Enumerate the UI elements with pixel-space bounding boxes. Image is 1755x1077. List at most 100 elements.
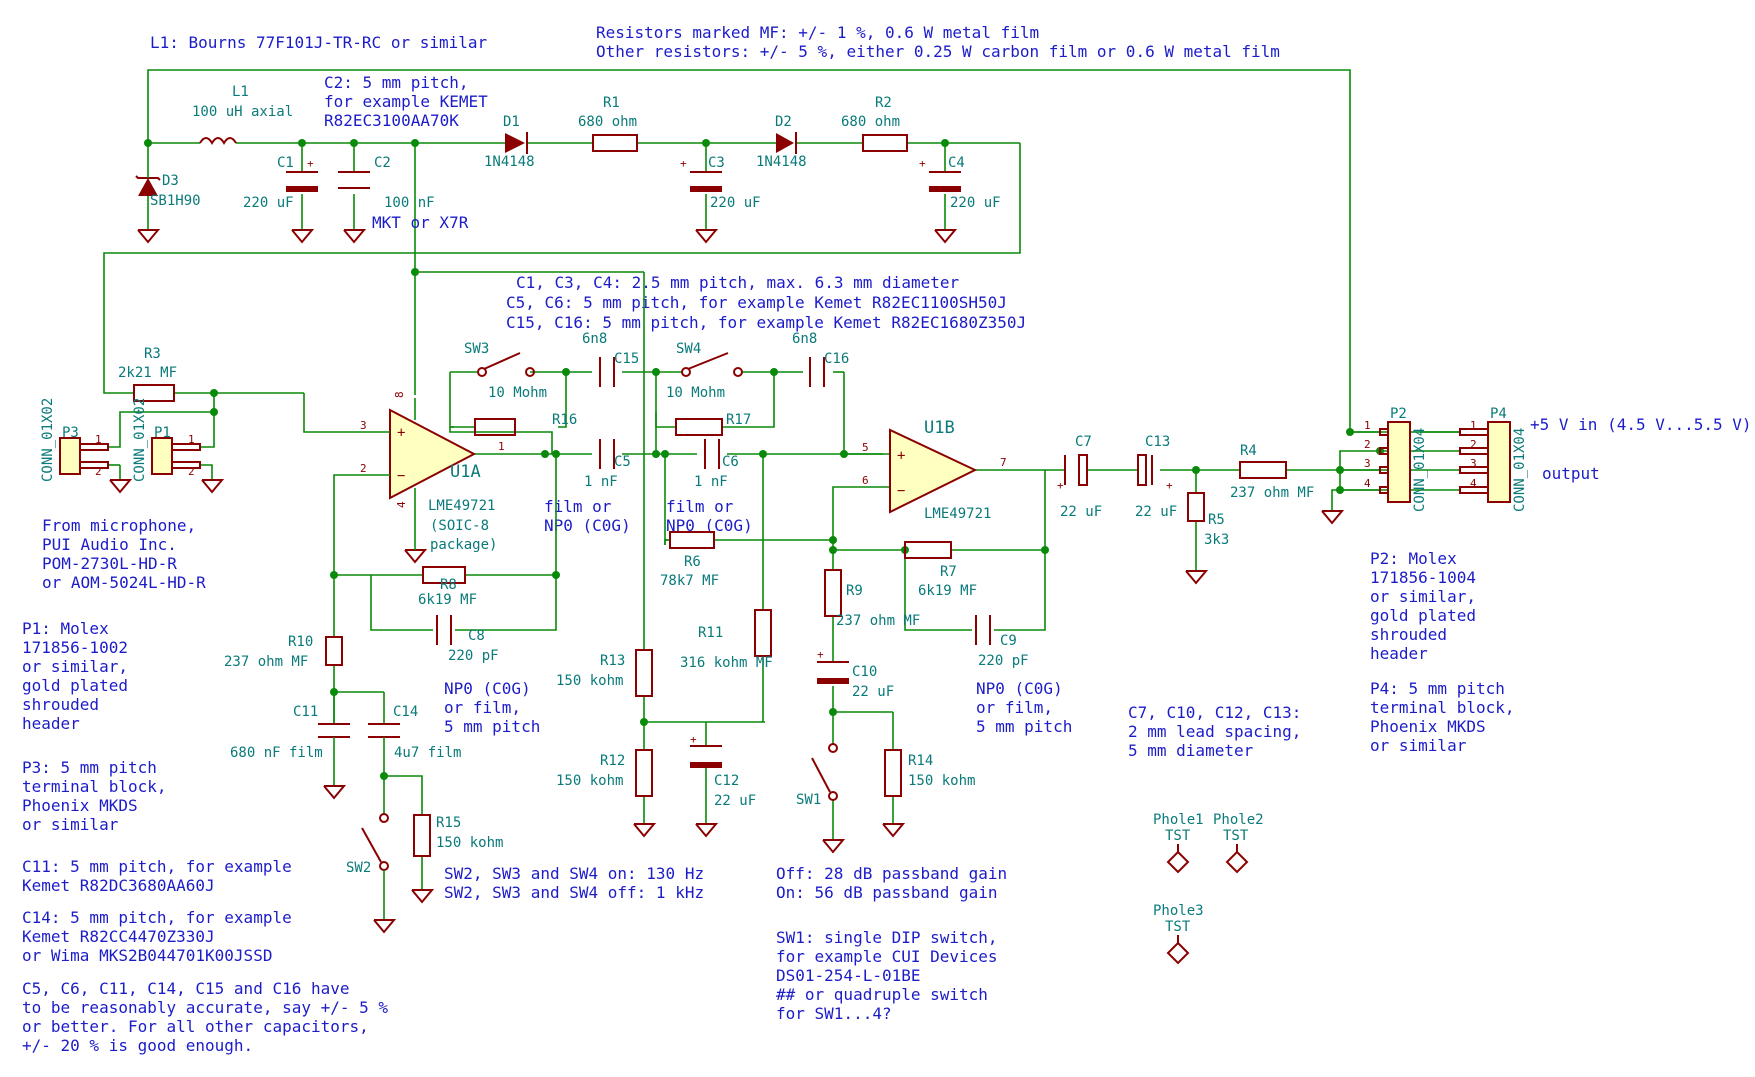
svg-text:237 ohm MF: 237 ohm MF (1230, 485, 1314, 501)
svg-text:R12: R12 (600, 753, 625, 769)
capacitor-c15: 6n8 C15 (582, 331, 639, 387)
resistor-r1: R1 680 ohm (578, 95, 638, 152)
svg-text:220 pF: 220 pF (448, 648, 499, 664)
svg-text:150 kohm: 150 kohm (556, 673, 623, 689)
svg-text:1: 1 (1364, 419, 1371, 432)
svg-text:Phole2: Phole2 (1213, 812, 1264, 828)
svg-text:On: 56 dB passband gain: On: 56 dB passband gain (776, 883, 998, 902)
svg-text:+: + (690, 733, 697, 746)
svg-text:1 nF: 1 nF (694, 474, 728, 490)
svg-text:5 mm diameter: 5 mm diameter (1128, 741, 1254, 760)
svg-text:(SOIC-8: (SOIC-8 (430, 518, 489, 534)
svg-text:150 kohm: 150 kohm (908, 773, 975, 789)
svg-text:−: − (397, 468, 405, 484)
svg-text:6n8: 6n8 (792, 331, 817, 347)
svg-text:C11: 5 mm pitch, for example: C11: 5 mm pitch, for example (22, 857, 292, 876)
svg-text:From microphone,: From microphone, (42, 516, 196, 535)
resistor-r17: 10 Mohm R17 (666, 385, 751, 436)
svg-text:2 mm lead spacing,: 2 mm lead spacing, (1128, 722, 1301, 741)
svg-text:Kemet R82DC3680AA60J: Kemet R82DC3680AA60J (22, 876, 215, 895)
svg-text:R8: R8 (440, 577, 457, 593)
svg-text:for example CUI Devices: for example CUI Devices (776, 947, 998, 966)
note-tolerance: C5, C6, C11, C14, C15 and C16 have to be… (22, 979, 388, 1055)
resistor-r3: R3 2k21 MF (118, 346, 177, 402)
svg-text:DS01-254-L-01BE: DS01-254-L-01BE (776, 966, 921, 985)
svg-text:CONN_01X02: CONN_01X02 (40, 398, 56, 482)
note-film-c5: film or NP0 (C0G) (544, 497, 631, 535)
svg-text:3: 3 (1364, 457, 1371, 470)
resistor-r8: R8 6k19 MF (418, 566, 477, 608)
svg-text:R6: R6 (684, 554, 701, 570)
switch-sw3: SW3 (464, 341, 535, 377)
note-caps-1: C1, C3, C4: 2.5 mm pitch, max. 6.3 mm di… (516, 273, 959, 292)
svg-text:171856-1002: 171856-1002 (22, 638, 128, 657)
capacitor-c14: C14 4u7 film (368, 704, 461, 761)
connector-p1: P1 1 2 CONN_01X02 (132, 398, 201, 482)
svg-text:P4: P4 (1490, 406, 1507, 422)
svg-text:or similar,: or similar, (22, 657, 128, 676)
svg-text:C10: C10 (852, 664, 877, 680)
svg-text:SW3: SW3 (464, 341, 489, 357)
svg-text:3: 3 (360, 419, 367, 432)
svg-text:10 Mohm: 10 Mohm (666, 385, 725, 401)
svg-text:680 nF film: 680 nF film (230, 745, 323, 761)
resistor-r6: R6 78k7 MF (660, 531, 719, 589)
note-c2-3: R82EC3100AA70K (324, 111, 459, 130)
test-point-phole1: Phole1 TST (1153, 812, 1204, 874)
svg-text:C1: C1 (277, 155, 294, 171)
svg-text:gold plated: gold plated (22, 676, 128, 695)
resistor-r2: R2 680 ohm (841, 95, 908, 152)
svg-text:R17: R17 (726, 412, 751, 428)
svg-text:2: 2 (1364, 438, 1371, 451)
ground-symbols (109, 229, 1345, 934)
svg-text:6k19 MF: 6k19 MF (918, 583, 977, 599)
svg-text:5: 5 (862, 441, 869, 454)
svg-text:6n8: 6n8 (582, 331, 607, 347)
svg-text:R5: R5 (1208, 512, 1225, 528)
resistor-r9: R9 237 ohm MF (824, 569, 920, 629)
svg-text:or similar,: or similar, (1370, 587, 1476, 606)
svg-text:NP0 (C0G): NP0 (C0G) (544, 516, 631, 535)
svg-text:R7: R7 (940, 564, 957, 580)
svg-text:3k3: 3k3 (1204, 532, 1229, 548)
svg-text:2k21 MF: 2k21 MF (118, 365, 177, 381)
svg-text:C15: C15 (614, 351, 639, 367)
svg-text:R2: R2 (875, 95, 892, 111)
svg-text:## or quadruple switch: ## or quadruple switch (776, 985, 988, 1004)
resistor-r13: R13 150 kohm (556, 649, 653, 697)
svg-text:+: + (680, 157, 687, 170)
test-point-phole2: Phole2 TST (1213, 812, 1264, 874)
svg-text:SW2, SW3 and SW4 off: 1 kHz: SW2, SW3 and SW4 off: 1 kHz (444, 883, 704, 902)
svg-text:PUI Audio Inc.: PUI Audio Inc. (42, 535, 177, 554)
resistor-r5: R5 3k3 (1187, 492, 1229, 548)
svg-text:171856-1004: 171856-1004 (1370, 568, 1476, 587)
note-caps-3: C15, C16: 5 mm pitch, for example Kemet … (506, 313, 1026, 332)
svg-text:POM-2730L-HD-R: POM-2730L-HD-R (42, 554, 177, 573)
svg-text:shrouded: shrouded (22, 695, 99, 714)
svg-text:6k19 MF: 6k19 MF (418, 592, 477, 608)
svg-text:237 ohm MF: 237 ohm MF (836, 613, 920, 629)
note-p3: P3: 5 mm pitch terminal block, Phoenix M… (22, 758, 167, 834)
note-microphone: From microphone, PUI Audio Inc. POM-2730… (42, 516, 206, 592)
switch-sw2: SW2 (346, 813, 389, 880)
svg-text:2: 2 (1470, 438, 1477, 451)
note-npo-c9: NP0 (C0G) or film, 5 mm pitch (976, 679, 1072, 736)
svg-text:C14: C14 (393, 704, 418, 720)
note-film-c6: film or NP0 (C0G) (666, 497, 753, 535)
svg-text:22 uF: 22 uF (1135, 504, 1177, 520)
svg-text:terminal block,: terminal block, (22, 777, 167, 796)
svg-text:D1: D1 (503, 114, 520, 130)
svg-text:terminal block,: terminal block, (1370, 698, 1515, 717)
svg-text:or similar: or similar (1370, 736, 1467, 755)
svg-text:C5: C5 (614, 454, 631, 470)
svg-text:C5, C6, C11, C14, C15 and C16: C5, C6, C11, C14, C15 and C16 have (22, 979, 350, 998)
svg-text:C12: C12 (714, 773, 739, 789)
svg-text:22 uF: 22 uF (852, 684, 894, 700)
resistor-r12: R12 150 kohm (556, 749, 653, 797)
svg-text:1N4148: 1N4148 (484, 154, 535, 170)
svg-text:R14: R14 (908, 753, 933, 769)
resistor-r15: R15 150 kohm (413, 814, 503, 857)
svg-text:SB1H90: SB1H90 (150, 193, 201, 209)
note-l1: L1: Bourns 77F101J-TR-RC or similar (150, 33, 488, 52)
